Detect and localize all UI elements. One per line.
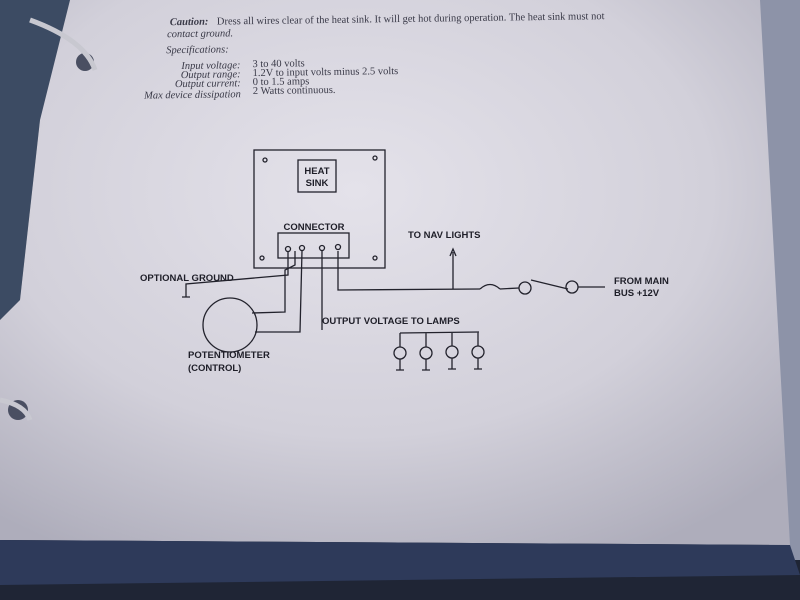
output-lamps-label: OUTPUT VOLTAGE TO LAMPS <box>322 316 460 327</box>
spec-label: Input voltage: <box>180 60 240 72</box>
nav-lights-label: TO NAV LIGHTS <box>408 230 480 241</box>
spec-label: Output current: <box>175 78 241 90</box>
connector-label: CONNECTOR <box>283 222 344 233</box>
heat-sink <box>297 159 337 193</box>
paper-page <box>0 0 790 545</box>
wiring-diagram: HEAT SINK CONNECTOR OPTIONAL GROUND POTE… <box>140 149 669 374</box>
specs-heading: Specifications: <box>166 44 229 56</box>
switch-terminal <box>518 281 532 295</box>
heat-sink-label: SINK <box>306 178 329 189</box>
spec-value: 0 to 1.5 amps <box>253 76 310 88</box>
potentiometer-label: POTENTIOMETER <box>188 350 270 361</box>
caution-text: Dress all wires clear of the heat sink. … <box>217 11 605 27</box>
connector <box>277 232 350 259</box>
heat-sink-label: HEAT <box>304 166 329 177</box>
main-bus-label: FROM MAIN <box>614 276 669 287</box>
potentiometer <box>202 297 258 353</box>
spec-value: 1.2V to input volts minus 2.5 volts <box>253 66 399 79</box>
page-bottom-shadow <box>0 540 800 585</box>
spec-value: 2 Watts continuous. <box>253 85 336 97</box>
potentiometer-label: (CONTROL) <box>188 363 241 374</box>
regulator-board <box>253 149 386 269</box>
binder-ring <box>0 397 33 421</box>
caution-label: Caution: <box>170 17 209 29</box>
main-bus-label: BUS +12V <box>614 288 660 299</box>
lamp-icons <box>393 345 485 371</box>
optional-ground-label: OPTIONAL GROUND <box>140 273 234 284</box>
binder-ring <box>29 17 98 71</box>
spec-label: Output range: <box>181 69 241 81</box>
switch-icon <box>530 279 569 290</box>
fuse-icon <box>479 283 501 290</box>
spec-value: 3 to 40 volts <box>252 58 304 70</box>
arrow-up-icon <box>449 247 457 289</box>
spec-label: Max device dissipation <box>143 89 241 101</box>
binder-cover <box>0 0 70 320</box>
caution-text-2: contact ground. <box>167 28 233 40</box>
